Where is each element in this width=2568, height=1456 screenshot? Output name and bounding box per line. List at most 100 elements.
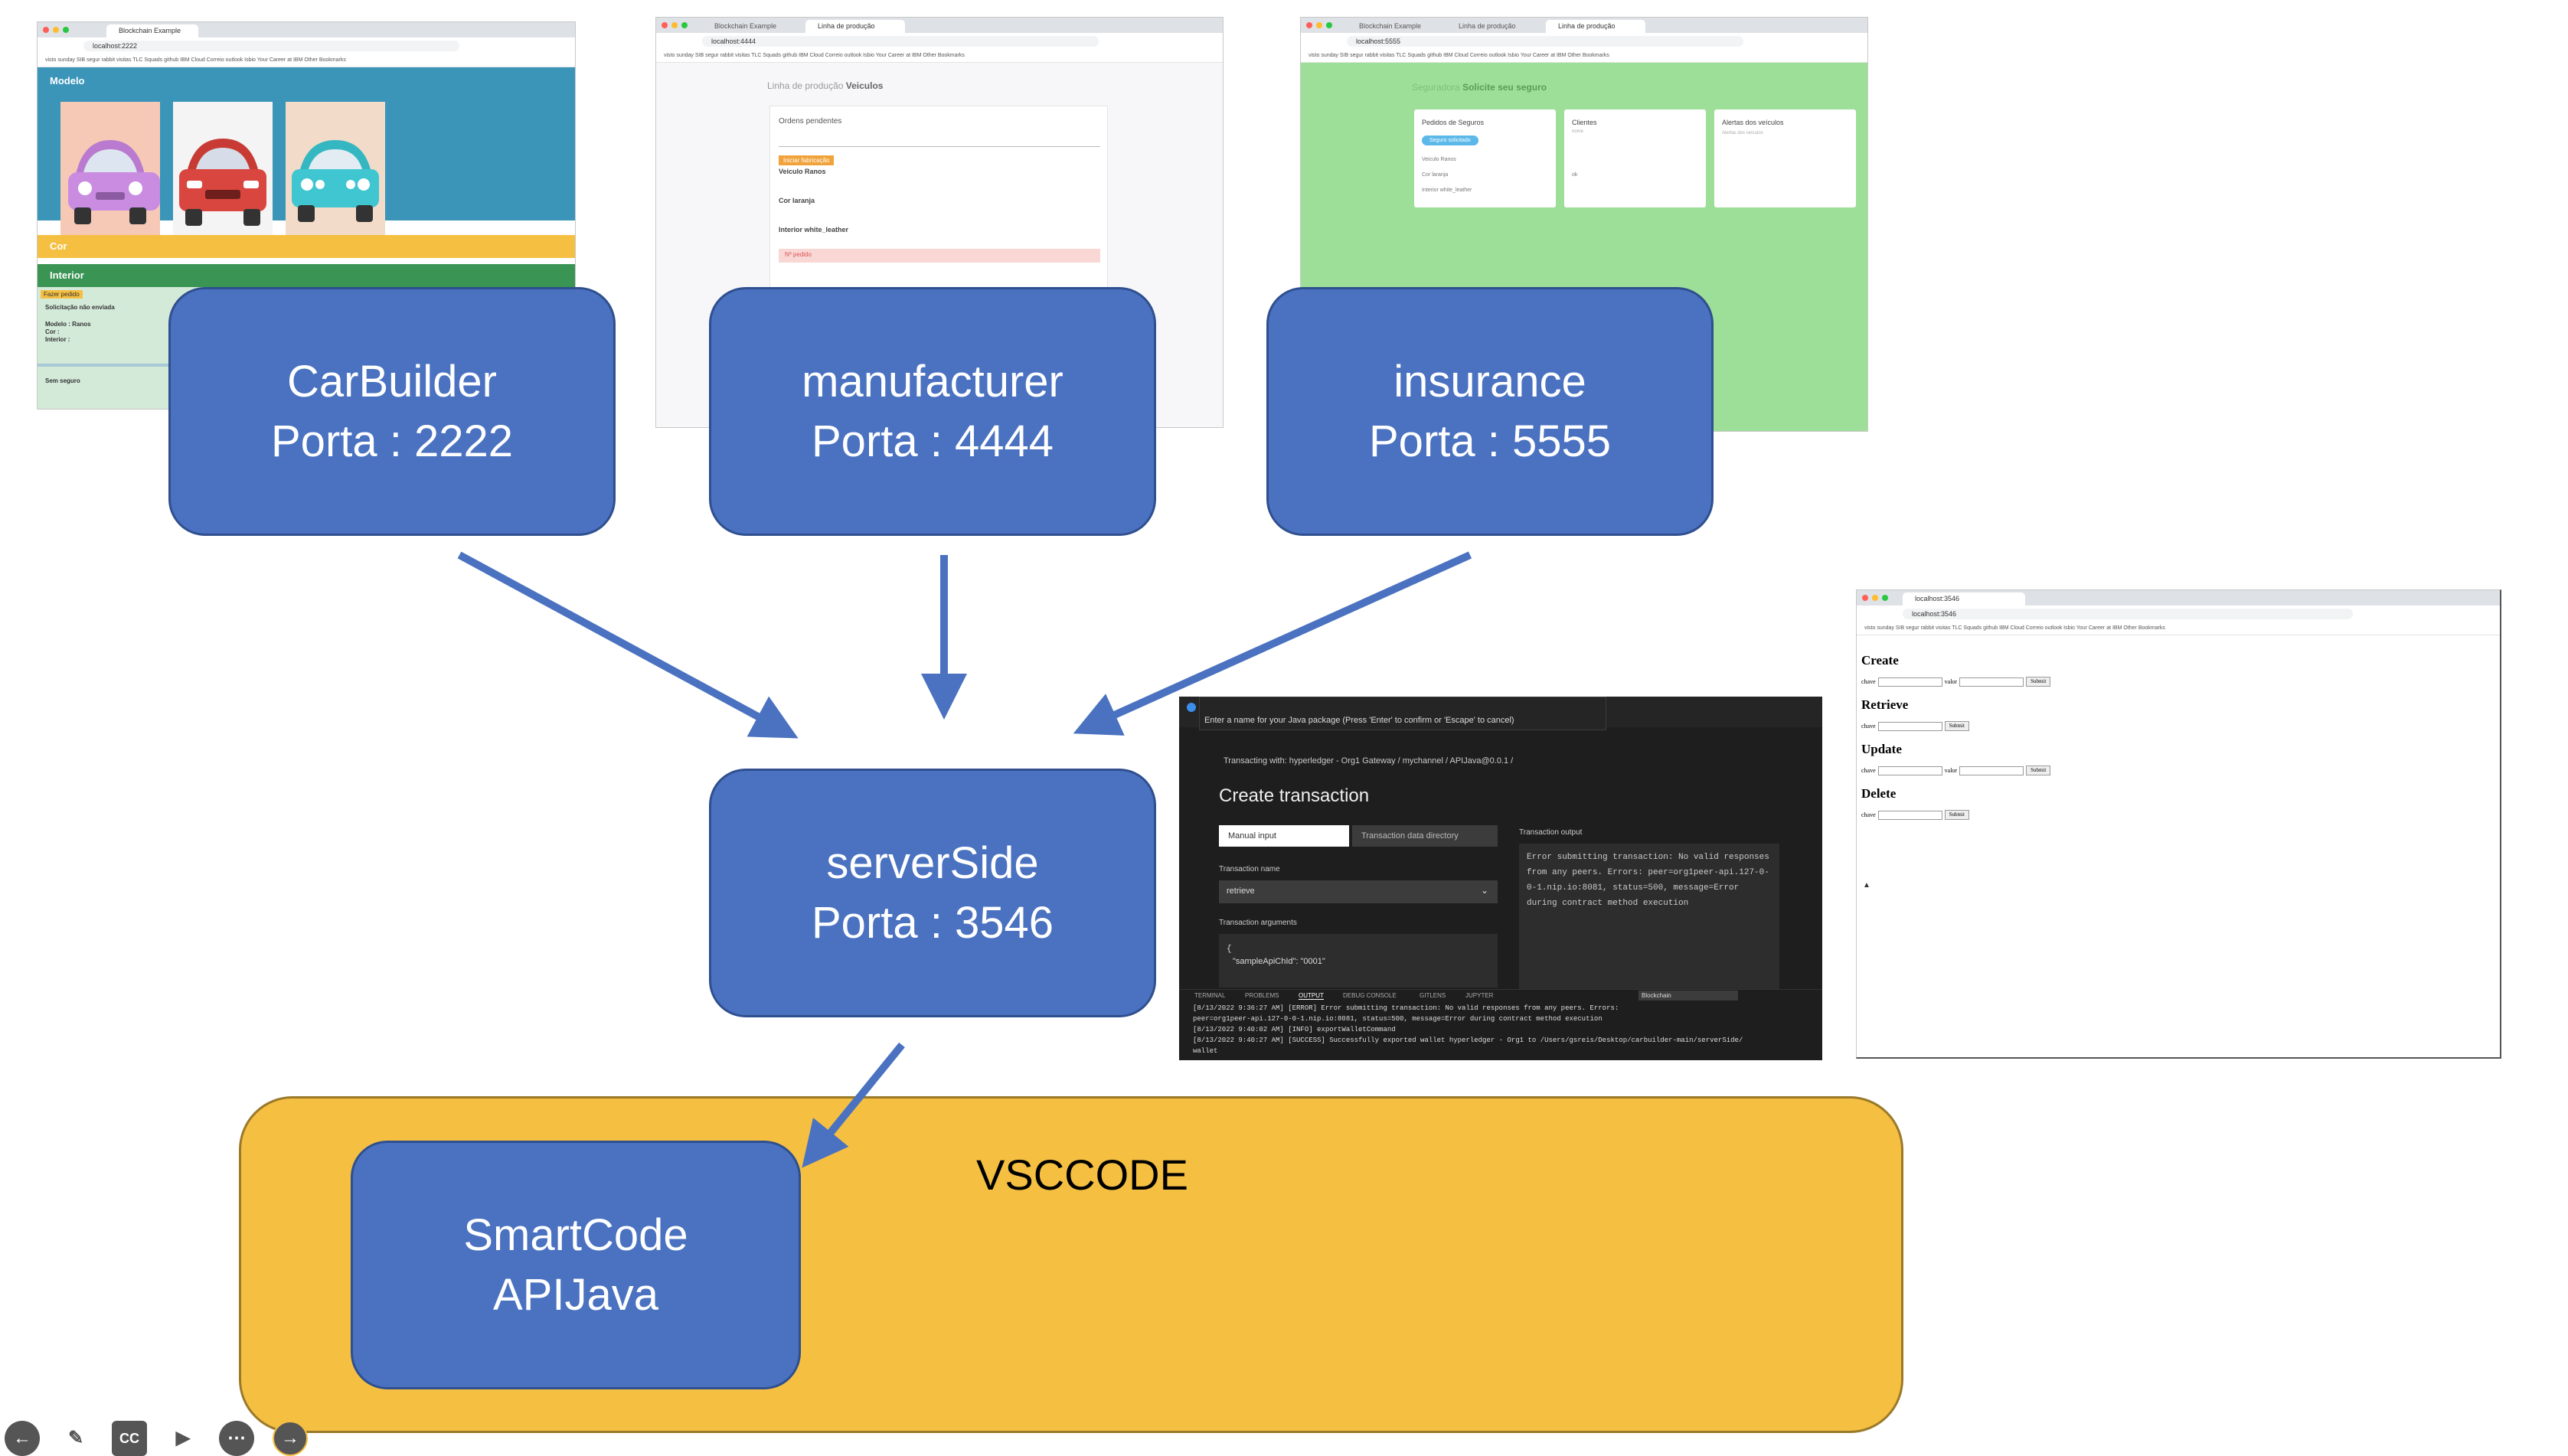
create-value-label: valor (1944, 678, 1958, 685)
maximize-dot[interactable] (681, 22, 688, 28)
smartcode-sub: APIJava (493, 1269, 658, 1320)
insurance-name: insurance (1393, 356, 1586, 406)
panel-tab-gitlens[interactable]: GITLENS (1420, 992, 1446, 999)
browser-tab[interactable]: localhost:3546 (1903, 593, 2025, 606)
orders-card-title: Pedidos de Seguros (1422, 119, 1485, 126)
retrieve-submit-button[interactable]: Submit (1944, 721, 1969, 731)
browser-tab-2[interactable]: Linha de produção (1446, 20, 1542, 33)
purple-car-image[interactable] (60, 102, 160, 240)
panel-tab-output[interactable]: OUTPUT (1299, 992, 1324, 1000)
crud-screenshot: localhost:3546 localhost:3546 visto sund… (1856, 589, 2501, 1059)
browser-tab-1[interactable]: Blockchain Example (1347, 20, 1442, 33)
transaction-args-editor[interactable]: { "sampleApiChId": "0001" (1219, 934, 1498, 988)
manufacturer-name: manufacturer (802, 356, 1063, 406)
maximize-dot[interactable] (63, 27, 69, 33)
browser-tab-1[interactable]: Blockchain Example (702, 20, 802, 33)
maximize-dot[interactable] (1326, 22, 1332, 28)
args-line-1: { (1227, 945, 1232, 954)
transaction-name-label: Transaction name (1219, 865, 1280, 873)
modelo-heading: Modelo (50, 75, 85, 87)
cor-heading: Cor (50, 240, 67, 252)
delete-submit-button[interactable]: Submit (1944, 810, 1969, 820)
url-field[interactable]: localhost:2222 (83, 41, 460, 51)
retrieve-heading: Retrieve (1861, 697, 1909, 712)
delete-heading: Delete (1861, 786, 1897, 801)
transaction-name-select[interactable]: retrieve ⌄ (1219, 880, 1498, 903)
chevron-down-icon: ⌄ (1480, 885, 1488, 896)
warning-text: Nº pedido (785, 251, 812, 258)
address-bar: localhost:2222 (38, 38, 575, 54)
update-key-input[interactable] (1877, 766, 1942, 775)
update-row: chave valor Submit (1861, 766, 2051, 775)
pen-icon[interactable]: ✎ (67, 1428, 84, 1448)
panel-tab-debug[interactable]: DEBUG CONSOLE (1343, 992, 1397, 999)
carbuilder-box: CarBuilder Porta : 2222 (168, 287, 616, 536)
tab-transaction-directory[interactable]: Transaction data directory (1352, 825, 1498, 847)
clients-card-title: Clientes (1572, 119, 1597, 126)
create-key-label: chave (1861, 678, 1876, 685)
carbuilder-port: Porta : 2222 (271, 416, 513, 466)
interior-line: Interior : (45, 336, 70, 343)
model-line: Modelo : Ranos (45, 321, 91, 328)
vehicle-line: Veiculo Ranos (779, 168, 826, 175)
panel-tab-terminal[interactable]: TERMINAL (1194, 992, 1226, 999)
close-dot[interactable] (1862, 595, 1868, 601)
output-channel-select[interactable]: Blockchain (1638, 991, 1738, 1001)
seguro-solicitado-button[interactable]: Seguro solicitado (1422, 135, 1478, 145)
red-car-image[interactable] (173, 102, 273, 240)
modelo-section: Modelo (38, 67, 575, 240)
maximize-dot[interactable] (1882, 595, 1888, 601)
url-field[interactable]: localhost:3546 (1903, 609, 2353, 619)
title-prefix: Linha de produção (767, 80, 844, 91)
update-value-input[interactable] (1959, 766, 2024, 775)
minimize-dot[interactable] (1872, 595, 1878, 601)
minimize-dot[interactable] (1316, 22, 1322, 28)
delete-row: chave Submit (1861, 810, 1969, 820)
iniciar-fabricacao-button[interactable]: Iniciar fabricação (779, 155, 835, 165)
alerts-card-sub: Alertas dos veículos (1722, 131, 1763, 135)
update-submit-button[interactable]: Submit (2026, 766, 2051, 775)
panel-tab-jupyter[interactable]: JUPYTER (1465, 992, 1494, 999)
warning-row: Nº pedido (779, 249, 1100, 263)
create-key-input[interactable] (1877, 677, 1942, 687)
create-value-input[interactable] (1959, 677, 2024, 687)
browser-tab-2[interactable]: Linha de produção (805, 20, 905, 33)
browser-tab[interactable]: Blockchain Example (106, 24, 198, 38)
address-bar: localhost:5555 (1301, 33, 1867, 50)
panel-tab-problems[interactable]: PROBLEMS (1245, 992, 1279, 999)
bookmarks-bar: visto sunday SIB segur rabbit visitas TL… (656, 50, 1223, 63)
url-field[interactable]: localhost:4444 (702, 36, 1099, 47)
minimize-dot[interactable] (53, 27, 59, 33)
cc-icon[interactable]: CC (112, 1421, 147, 1456)
cyan-car-image[interactable] (286, 102, 385, 240)
clients-card-sub: nome (1572, 129, 1584, 134)
input-prompt-box[interactable]: Enter a name for your Java package (Pres… (1199, 697, 1606, 730)
smartcode-name: SmartCode (463, 1210, 688, 1260)
fazer-pedido-button[interactable]: Fazer pedido (41, 290, 83, 299)
forward-icon[interactable]: → (273, 1421, 308, 1456)
page-title: Linha de produção Veiculos (767, 80, 883, 91)
clients-card-value: ok (1572, 172, 1578, 178)
color-line: Cor laranja (779, 197, 815, 204)
close-dot[interactable] (1306, 22, 1312, 28)
address-bar: localhost:4444 (656, 33, 1223, 50)
vscode-logo-icon (1187, 703, 1196, 712)
close-dot[interactable] (43, 27, 49, 33)
back-icon[interactable]: ← (5, 1421, 40, 1456)
retrieve-key-input[interactable] (1877, 721, 1942, 731)
divider (779, 146, 1100, 147)
create-submit-button[interactable]: Submit (2026, 677, 2051, 687)
browser-tab-3[interactable]: Linha de produção (1546, 20, 1645, 33)
vehicle-line: Veiculo Ranos (1422, 157, 1456, 162)
delete-key-input[interactable] (1877, 810, 1942, 820)
log-line-2: peer=org1peer-api.127-0-0-1.nip.io:8081,… (1193, 1015, 1603, 1023)
minimize-dot[interactable] (671, 22, 678, 28)
url-field[interactable]: localhost:5555 (1347, 36, 1743, 47)
close-dot[interactable] (662, 22, 668, 28)
more-icon[interactable]: ⋯ (219, 1421, 254, 1456)
transaction-output-label: Transaction output (1519, 828, 1583, 837)
vscode-panel: Enter a name for your Java package (Pres… (1179, 697, 1822, 1060)
tab-manual-input[interactable]: Manual input (1219, 825, 1349, 847)
transaction-output-box: Error submitting transaction: No valid r… (1519, 844, 1779, 989)
camera-icon[interactable]: ▶ (175, 1428, 191, 1448)
